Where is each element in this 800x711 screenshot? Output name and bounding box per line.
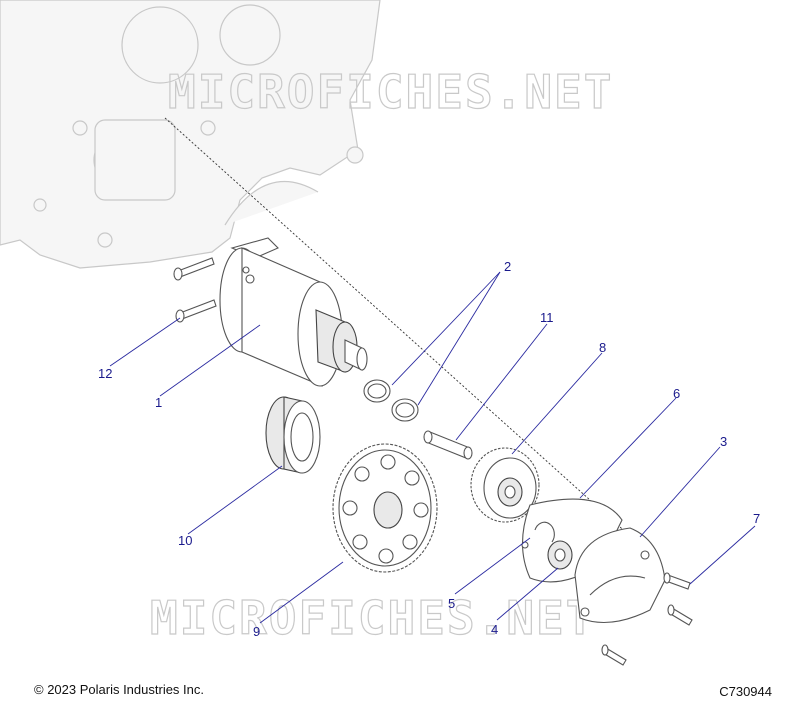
callout-2: 2 (504, 259, 511, 274)
callout-4: 4 (491, 622, 498, 637)
idler-gear-8 (470, 447, 540, 523)
mounting-bolt-12 (173, 257, 217, 323)
leader-lines (109, 271, 756, 624)
watermark-bottom: MICROFICHES.NET (150, 591, 595, 645)
callout-5: 5 (448, 596, 455, 611)
bearing-4 (547, 540, 573, 570)
callout-7: 7 (753, 511, 760, 526)
sprag-clutch-10 (265, 396, 321, 474)
callout-8: 8 (599, 340, 606, 355)
assembly-axis (164, 117, 641, 546)
cover-bolts-7 (601, 572, 693, 666)
crankcase-housing (0, 0, 381, 269)
starter-cover-3 (574, 527, 666, 623)
starter-motor-1 (219, 237, 368, 387)
callout-3: 3 (720, 434, 727, 449)
callout-9: 9 (253, 624, 260, 639)
copyright-notice: © 2023 Polaris Industries Inc. (34, 682, 204, 697)
callout-6: 6 (673, 386, 680, 401)
callout-labels: 1 2 3 4 5 6 7 8 9 10 11 12 (98, 259, 760, 639)
figure-id: C730944 (719, 684, 772, 699)
shim-washers-2 (363, 379, 419, 422)
callout-12: 12 (98, 366, 112, 381)
idler-shaft-11 (423, 430, 473, 460)
starter-gear-9 (332, 443, 438, 573)
callout-10: 10 (178, 533, 192, 548)
callout-11: 11 (540, 310, 554, 325)
watermark-top: MICROFICHES.NET (168, 65, 613, 119)
retaining-ring-5 (521, 521, 555, 549)
callout-1: 1 (155, 395, 162, 410)
